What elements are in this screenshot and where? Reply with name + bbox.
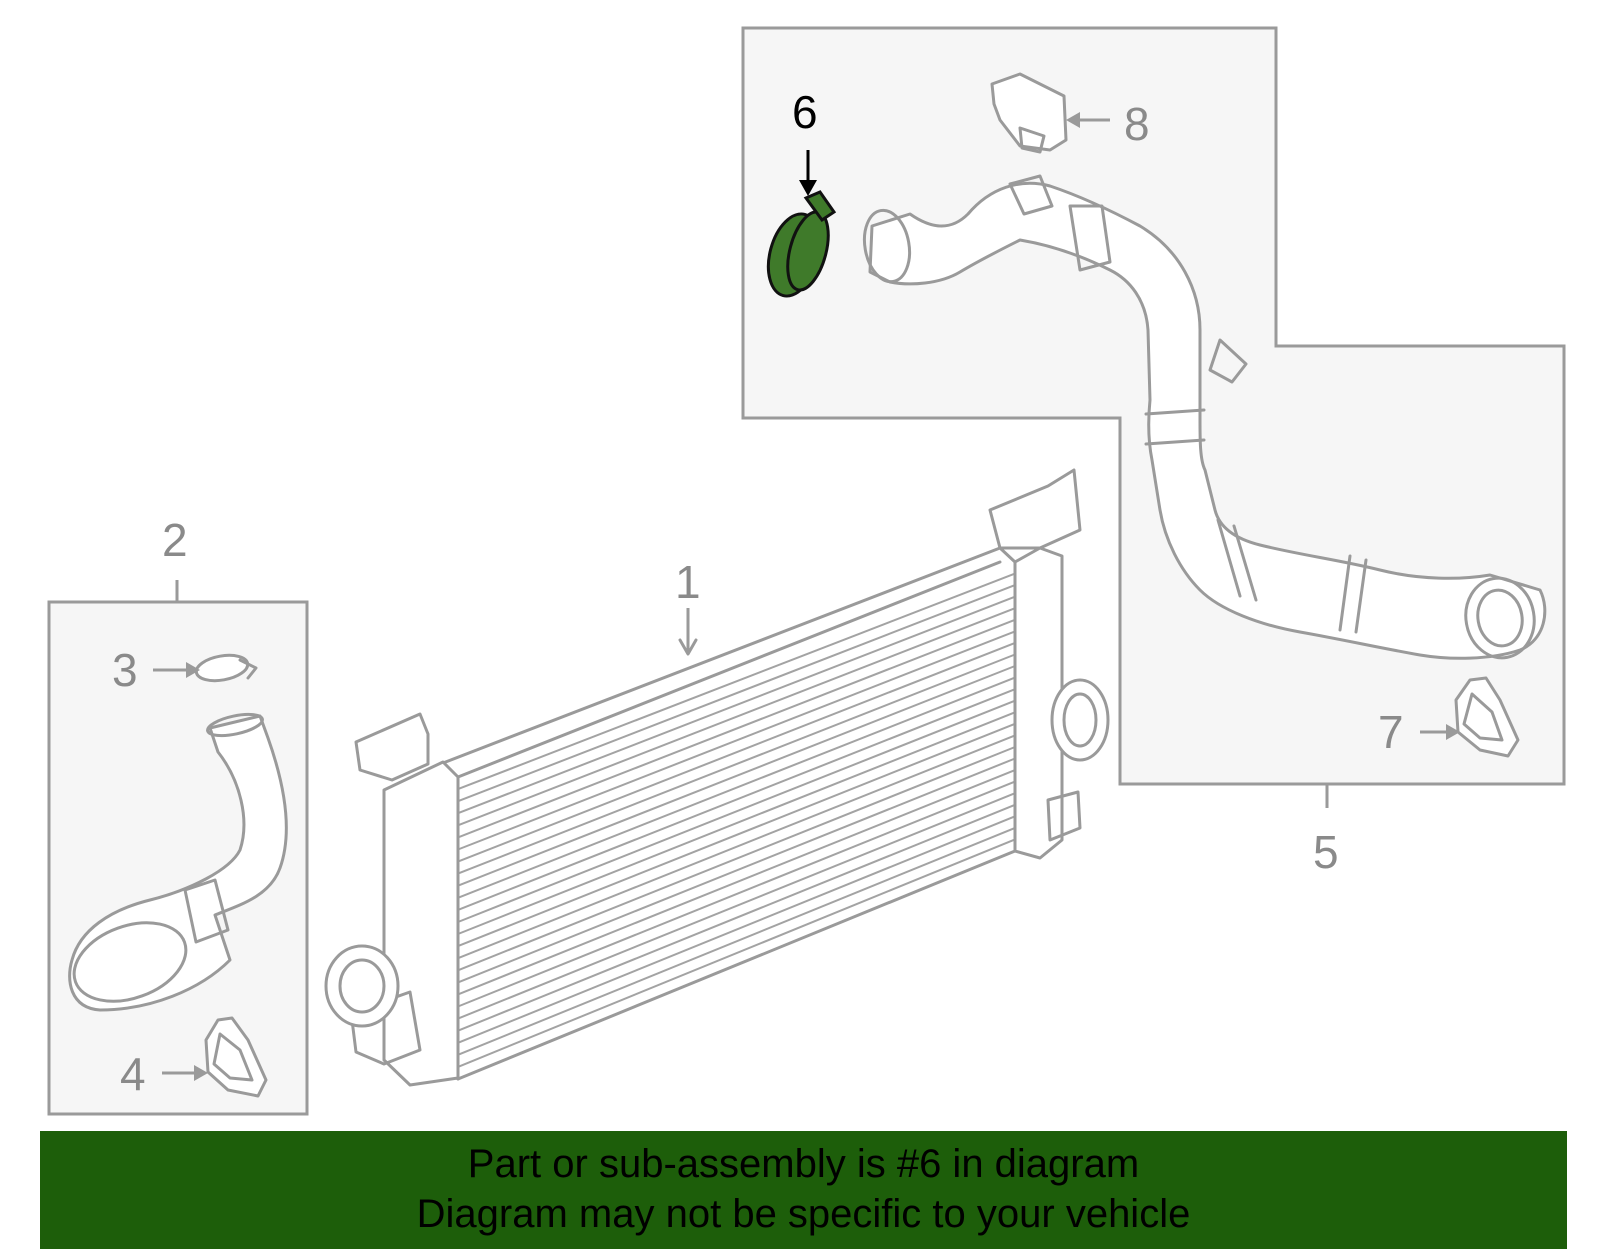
- intercooler-fin: [457, 780, 1016, 1008]
- label-4: 4: [120, 1048, 146, 1100]
- label-1: 1: [675, 556, 701, 608]
- intercooler-fin: [457, 607, 1016, 827]
- label-7: 7: [1378, 706, 1404, 758]
- intercooler-fin: [457, 676, 1016, 899]
- clamp-part-6-highlighted: [766, 150, 837, 298]
- seal-part-4: [162, 1016, 268, 1098]
- intercooler-fin: [457, 688, 1016, 911]
- intercooler-fin: [457, 699, 1016, 923]
- intercooler-fin: [457, 584, 1016, 803]
- intercooler-fin: [457, 734, 1016, 960]
- intercooler-fin: [457, 595, 1016, 815]
- clamp-part-3: [153, 653, 258, 683]
- intercooler-fin: [457, 792, 1016, 1020]
- intercooler-fin: [457, 815, 1016, 1044]
- intercooler-fin: [457, 711, 1016, 935]
- banner-line-2: Diagram may not be specific to your vehi…: [416, 1192, 1191, 1236]
- intercooler-fin: [457, 653, 1016, 875]
- seal-part-7: [1420, 676, 1520, 758]
- label-3: 3: [112, 644, 138, 696]
- label-6: 6: [792, 86, 818, 138]
- intercooler-fin: [457, 826, 1016, 1056]
- intercooler-fin: [457, 641, 1016, 863]
- intercooler-fin: [457, 630, 1016, 851]
- intercooler-fin: [457, 757, 1016, 984]
- label-5: 5: [1313, 826, 1339, 878]
- intercooler-fin: [457, 572, 1016, 791]
- sensor-part-8: [990, 72, 1110, 154]
- intercooler-fins: [387, 572, 1059, 1068]
- intercooler-fin: [457, 665, 1016, 887]
- intercooler-fin: [457, 769, 1016, 996]
- intercooler-fin: [457, 746, 1016, 972]
- intercooler-fin: [457, 722, 1016, 948]
- intercooler-fin: [457, 838, 1016, 1068]
- intercooler-fin: [457, 803, 1016, 1032]
- hose-part-5: [862, 174, 1547, 660]
- label-2: 2: [162, 514, 188, 566]
- hose-part-2: [68, 712, 288, 1012]
- intercooler-part-1: [324, 468, 1110, 1087]
- banner-line-1: Part or sub-assembly is #6 in diagram: [467, 1142, 1140, 1186]
- label-8: 8: [1124, 98, 1150, 150]
- info-banner: Part or sub-assembly is #6 in diagram Di…: [40, 1131, 1567, 1249]
- intercooler-fin: [457, 618, 1016, 839]
